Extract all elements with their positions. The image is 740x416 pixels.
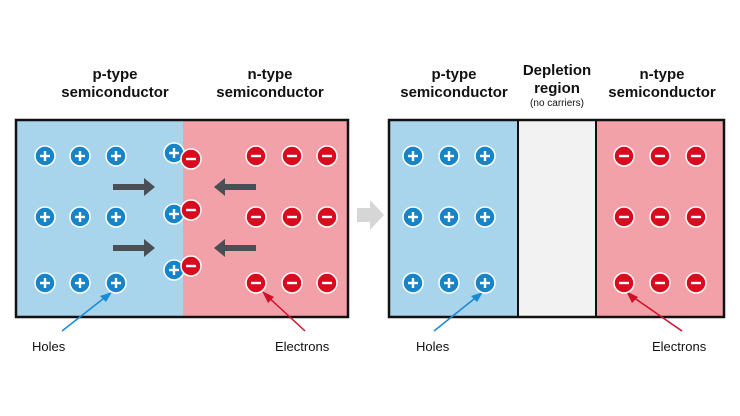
left-panel-border	[14, 118, 350, 319]
hole-charge-icon	[402, 145, 424, 167]
hole-charge-icon	[438, 206, 460, 228]
electron-charge-icon	[316, 145, 338, 167]
hole-charge-icon	[474, 272, 496, 294]
depletion-line1: Depletion	[522, 62, 592, 79]
left-n-type-label: n-type semiconductor	[200, 66, 340, 102]
electron-charge-icon	[180, 148, 202, 170]
electron-charge-icon	[316, 206, 338, 228]
left-p-type-line2: semiconductor	[61, 84, 169, 101]
hole-charge-icon	[163, 203, 185, 225]
hole-charge-icon	[474, 206, 496, 228]
hole-charge-icon	[402, 272, 424, 294]
hole-charge-icon	[105, 145, 127, 167]
left-holes-pointer	[61, 292, 112, 332]
electron-charge-icon	[281, 206, 303, 228]
electron-charge-icon	[649, 272, 671, 294]
hole-charge-icon	[474, 145, 496, 167]
hole-charge-icon	[69, 272, 91, 294]
electron-charge-icon	[685, 206, 707, 228]
drift-arrow-icon	[214, 239, 256, 257]
hole-charge-icon	[69, 206, 91, 228]
depletion-region	[518, 120, 596, 317]
hole-charge-icon	[438, 272, 460, 294]
electron-charge-icon	[245, 272, 267, 294]
right-holes-pointer	[433, 292, 483, 332]
electron-charge-icon	[281, 145, 303, 167]
depletion-line2: region	[534, 80, 580, 97]
electron-charge-icon	[613, 272, 635, 294]
hole-charge-icon	[69, 145, 91, 167]
hole-charge-icon	[34, 145, 56, 167]
electron-charge-icon	[685, 145, 707, 167]
right-n-type-label: n-type semiconductor	[592, 66, 732, 102]
right-n-type-line1: n-type	[639, 66, 685, 83]
depletion-region-label: Depletion region (no carriers)	[507, 62, 607, 110]
electron-charge-icon	[180, 199, 202, 221]
left-electrons-label: Electrons	[275, 339, 330, 354]
electron-charge-icon	[685, 272, 707, 294]
right-electrons-label: Electrons	[652, 339, 707, 354]
left-n-type-line2: semiconductor	[216, 84, 324, 101]
left-n-type-line1: n-type	[247, 66, 293, 83]
hole-charge-icon	[105, 206, 127, 228]
right-electrons-pointer	[626, 291, 683, 332]
drift-arrow-icon	[214, 178, 256, 196]
hole-charge-icon	[105, 272, 127, 294]
right-panel-border	[387, 118, 726, 319]
electron-charge-icon	[245, 145, 267, 167]
right-holes-label: Holes	[416, 339, 450, 354]
left-holes-label: Holes	[32, 339, 66, 354]
hole-charge-icon	[34, 206, 56, 228]
electron-charge-icon	[613, 206, 635, 228]
hole-charge-icon	[438, 145, 460, 167]
left-electrons-pointer	[262, 291, 306, 332]
left-p-type-line1: p-type	[92, 66, 138, 83]
electron-charge-icon	[245, 206, 267, 228]
charges-layer	[34, 142, 707, 294]
drift-arrow-icon	[113, 239, 155, 257]
electron-charge-icon	[316, 272, 338, 294]
transition-arrow-icon	[357, 200, 384, 230]
right-n-type-line2: semiconductor	[608, 84, 716, 101]
right-p-type-line2: semiconductor	[400, 84, 508, 101]
depletion-note: (no carriers)	[530, 98, 584, 109]
left-p-type-label: p-type semiconductor	[45, 66, 185, 102]
electron-charge-icon	[649, 145, 671, 167]
hole-charge-icon	[34, 272, 56, 294]
right-p-type-label: p-type semiconductor	[384, 66, 524, 102]
electron-charge-icon	[613, 145, 635, 167]
electron-charge-icon	[180, 255, 202, 277]
electron-charge-icon	[281, 272, 303, 294]
right-p-type-line1: p-type	[431, 66, 477, 83]
drift-arrow-icon	[113, 178, 155, 196]
electron-charge-icon	[649, 206, 671, 228]
hole-charge-icon	[402, 206, 424, 228]
